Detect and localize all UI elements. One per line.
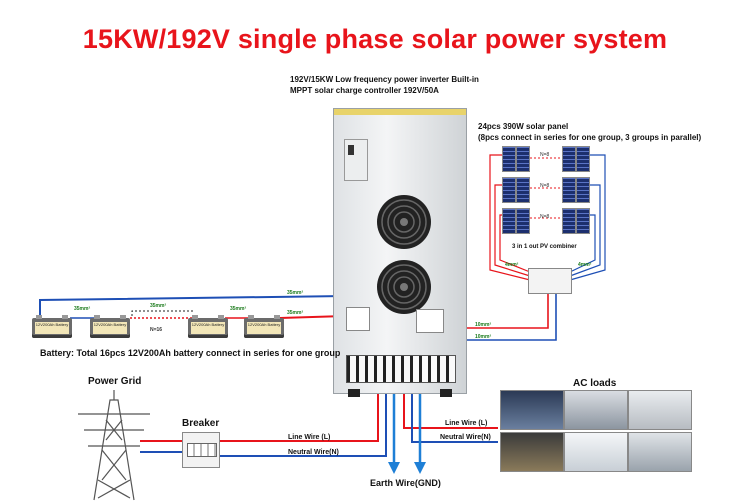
ac-loads-label: AC loads [573,378,617,389]
earth-arrow-2 [414,462,426,474]
inverter-cabinet [333,108,467,397]
battery-terminal [120,315,126,319]
power-grid-label: Power Grid [88,376,142,387]
solar-panel [562,208,576,234]
battery-label: 12V200Ah Battery [93,322,127,334]
battery-link-label-3: 35mm² [230,306,247,312]
inverter-foot-left [348,389,360,397]
battery-link-label-2: 35mm² [150,303,167,309]
load-fan [628,390,692,430]
inverter-fan-lower [377,260,431,314]
battery-terminal [218,315,224,319]
ac-grid-wires [140,380,387,457]
solar-panel [516,146,530,172]
inverter-battery-breaker [346,307,370,331]
load-line-wire-label: Line Wire (L) [445,420,488,427]
solar-group-label-1: N=8 [540,152,550,158]
solar-red-left [489,154,531,281]
solar-blue-right-2 [569,184,601,277]
earth-wires [388,380,426,474]
battery-count-label: N=16 [150,327,163,333]
inverter-foot-right [440,389,452,397]
solar-caption-line1: 24pcs 390W solar panel [478,122,569,131]
power-grid-tower-icon [78,390,150,501]
ac-loads-panel [500,390,693,478]
solar-panel [516,177,530,203]
pv-wire-label-left: 4mm² [505,262,519,268]
load-cooker [500,432,564,472]
battery-unit: 12V200Ah Battery [32,315,72,338]
ac-load-wires [403,380,498,443]
solar-panel [502,146,516,172]
battery-series-dash [131,310,195,316]
solar-panel [576,177,590,203]
battery-label: 12V200Ah Battery [191,322,225,334]
pv-combiner-box [528,268,572,294]
breaker-switches [187,443,217,457]
inverter-top-strip [334,109,466,115]
battery-terminal [192,315,198,319]
battery-neg-wire-label: 35mm² [287,290,304,296]
grid-line-wire-label: Line Wire (L) [288,434,331,441]
inverter-caption-line1: 192V/15KW Low frequency power inverter B… [290,75,479,84]
solar-blue-right-3 [569,214,596,273]
breaker-box [182,432,220,468]
pv-input-label-red: 10mm² [475,322,492,328]
battery-terminal [274,315,280,319]
solar-panel-array: N=8 N=8 N=8 [502,146,596,236]
battery-unit: 12V200Ah Battery [188,315,228,338]
load-air-conditioner [564,432,628,472]
inverter-caption-line2: MPPT solar charge controller 192V/50A [290,86,439,95]
load-line-red [403,380,498,429]
solar-group-label-2: N=8 [540,183,550,189]
load-laptop [564,390,628,430]
battery-pos-wire-label: 35mm² [287,310,304,316]
pv-input-label-blue: 10mm² [475,334,492,340]
load-tv [500,390,564,430]
battery-label: 12V200Ah Battery [247,322,281,334]
solar-panel [502,208,516,234]
solar-panel [576,146,590,172]
battery-terminal [36,315,42,319]
battery-unit: 12V200Ah Battery [244,315,284,338]
earth-arrow-1 [388,462,400,474]
solar-red-left-2 [494,184,531,277]
inverter-pv-breaker [416,309,444,333]
load-neutral-wire-label: Neutral Wire(N) [440,434,491,441]
breaker-neutral-out [218,380,387,457]
solar-caption-line2: (8pcs connect in series for one group, 3… [478,133,702,142]
solar-panel [576,208,590,234]
inverter-switch-icon [348,145,354,155]
grid-neutral-wire-label: Neutral Wire(N) [288,449,339,456]
battery-unit: 12V200Ah Battery [90,315,130,338]
battery-link-label-1: 35mm² [74,306,91,312]
solar-panel [516,208,530,234]
inverter-terminal-block [346,355,456,383]
solar-panel [562,177,576,203]
solar-panel [502,177,516,203]
page-title: 15KW/192V single phase solar power syste… [82,24,668,54]
battery-terminal [94,315,100,319]
solar-blue-right [569,154,606,281]
load-neutral-blue [411,380,498,443]
battery-caption: Battery: Total 16pcs 12V200Ah battery co… [40,348,341,358]
solar-panel [562,146,576,172]
pv-combiner-label: 3 in 1 out PV combiner [512,244,577,250]
load-fridge [628,432,692,472]
breaker-line-out [218,380,379,442]
battery-label: 12V200Ah Battery [35,322,69,334]
solar-group-label-3: N=8 [540,214,550,220]
earth-wire-label: Earth Wire(GND) [370,478,441,488]
breaker-label: Breaker [182,418,220,429]
battery-terminal [248,315,254,319]
inverter-fan-upper [377,195,431,249]
battery-terminal [62,315,68,319]
pv-wire-label-right: 4mm² [578,262,592,268]
